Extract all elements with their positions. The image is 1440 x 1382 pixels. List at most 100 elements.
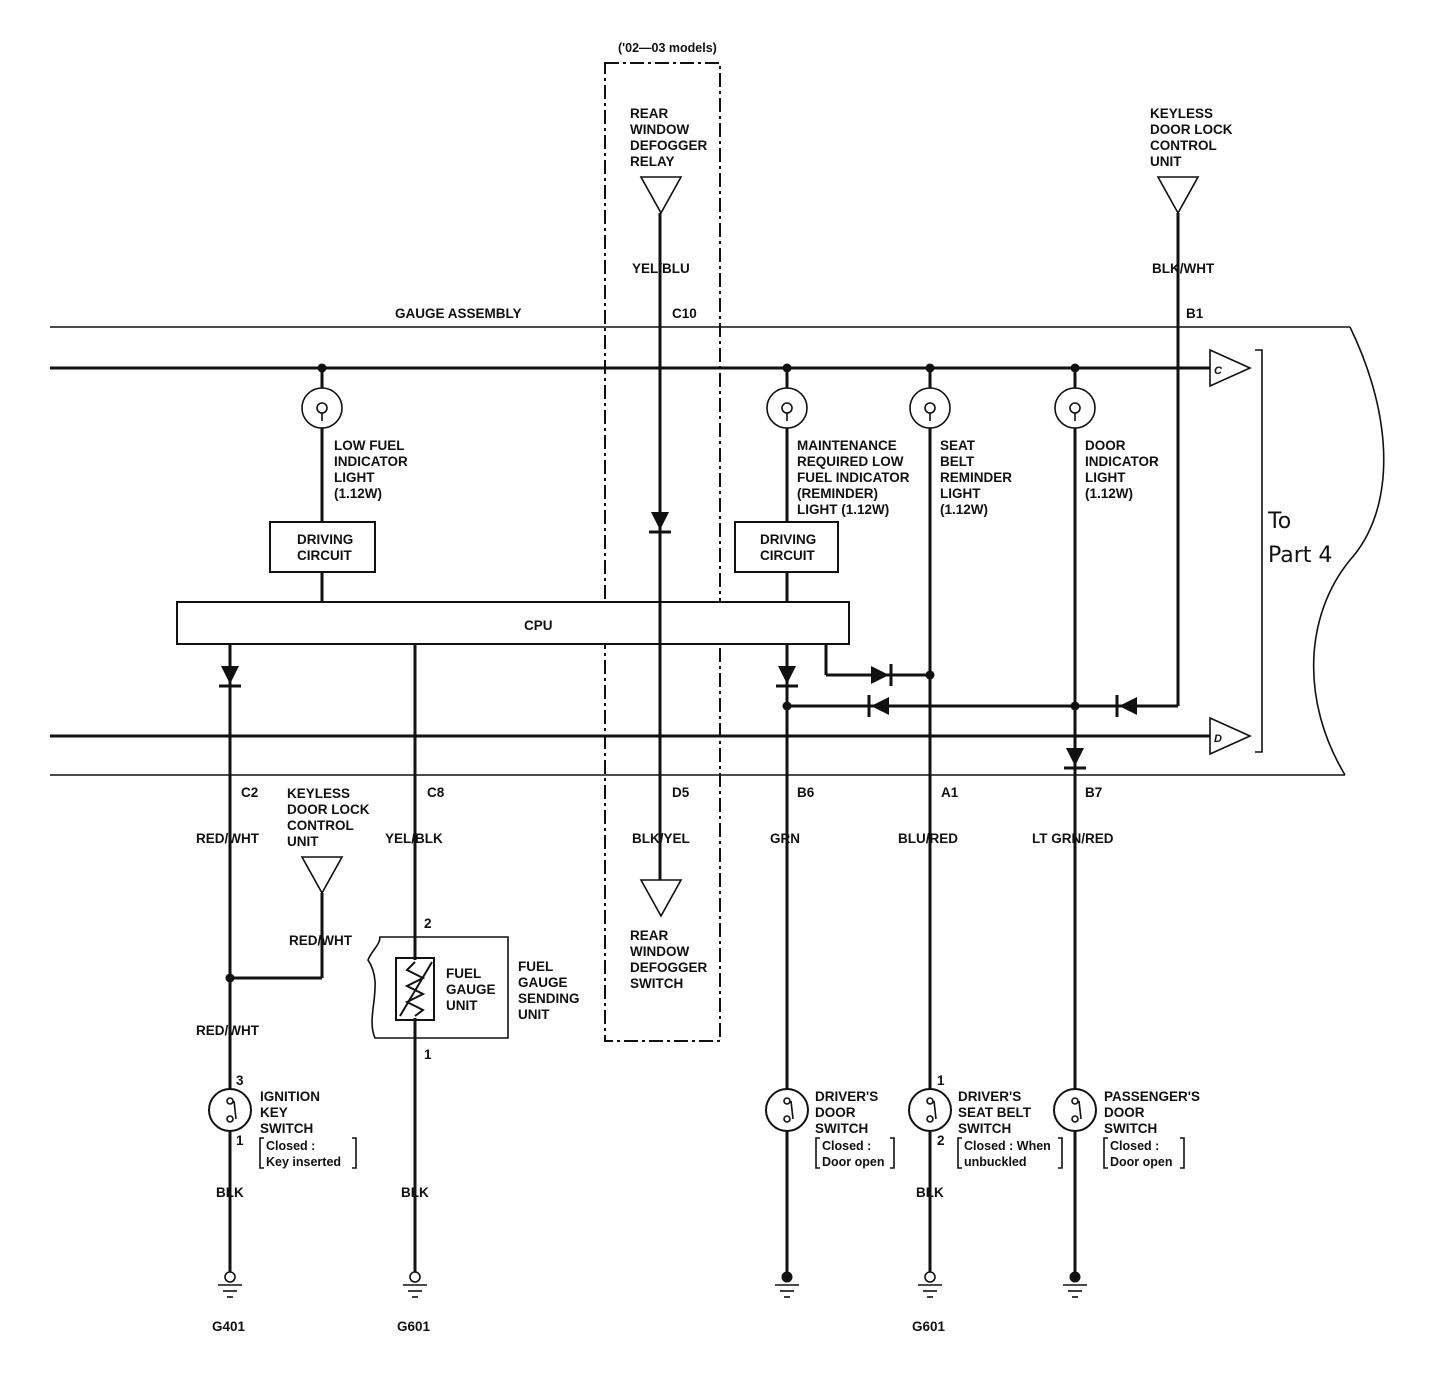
connector-d5: D5 [672, 785, 690, 800]
fuel-pin-top: 2 [424, 916, 432, 931]
wire-blk-3: BLK [916, 1185, 944, 1200]
ground-icon [1063, 1271, 1087, 1298]
arrow-c-label: C [1214, 365, 1223, 377]
ign-pin-bottom: 1 [236, 1133, 244, 1148]
model-year-box [604, 62, 721, 1042]
belt-pin-bottom: 2 [937, 1133, 945, 1148]
junction-dot [1070, 363, 1080, 373]
belt-pin-top: 1 [937, 1073, 945, 1088]
junction-dot [317, 363, 327, 373]
gauge-assembly-frame [50, 326, 1385, 776]
junction-dot [782, 363, 792, 373]
low-fuel-bulb-icon [301, 387, 343, 429]
part4-bracket [1255, 349, 1263, 753]
wire-red-wht: RED/WHT [196, 831, 260, 846]
ground-icon [918, 1271, 942, 1298]
to-part-label-2: Part 4 [1268, 543, 1332, 568]
junction-dot [925, 670, 935, 680]
ground-icon [218, 1271, 242, 1298]
ignition-note-bracket [259, 1137, 357, 1169]
relay-diode-icon [649, 512, 671, 534]
seat-belt-bulb-icon [909, 387, 951, 429]
output-arrow-c [1209, 348, 1252, 388]
fuel-pin-bottom: 1 [424, 1047, 432, 1062]
driving-circuit-right [734, 521, 839, 573]
seat-belt-switch-icon [908, 1088, 952, 1132]
keyless-top-terminal-icon [1156, 176, 1200, 215]
gauge-assembly-label: GAUGE ASSEMBLY [395, 306, 522, 321]
output-arrow-d [1209, 716, 1252, 756]
driver-door-note: Closed :Door open [822, 1139, 885, 1169]
fuel-sender-frame [367, 936, 509, 1039]
seat-belt-note-bracket [957, 1137, 1063, 1169]
connector-c2: C2 [241, 785, 258, 800]
defogger-switch-terminal-icon [639, 879, 683, 918]
cpu-belt-diode-icon [871, 664, 893, 686]
door-to-maint-diode-icon [867, 695, 889, 717]
door-bulb-icon [1054, 387, 1096, 429]
cpu-label: CPU [524, 618, 553, 633]
passenger-door-switch-icon [1053, 1088, 1097, 1132]
ground-icon [775, 1271, 799, 1298]
connector-a1: A1 [941, 785, 959, 800]
passenger-door-note-bracket [1103, 1137, 1185, 1169]
keyless-diode-icon [1115, 695, 1137, 717]
connector-c8: C8 [427, 785, 445, 800]
wire-yel-blk: YEL/BLK [385, 831, 443, 846]
fuel-variable-arrow-icon [399, 961, 433, 1017]
driving-circuit-left [269, 521, 376, 573]
connector-b7: B7 [1085, 785, 1102, 800]
cpu-box [176, 601, 850, 645]
grn-diode-icon [776, 666, 798, 688]
ground-g601-a: G601 [397, 1319, 431, 1334]
wire-blk-yel: BLK/YEL [632, 831, 690, 846]
junction-dot [925, 363, 935, 373]
wire-grn: GRN [770, 831, 800, 846]
driver-door-note-bracket [815, 1137, 895, 1169]
passenger-door-note: Closed :Door open [1110, 1139, 1173, 1169]
wire-lt-grn-red: LT GRN/RED [1032, 831, 1114, 846]
defogger-relay-terminal-icon [639, 176, 683, 215]
ignition-switch-icon [208, 1088, 252, 1132]
wire-blu-red: BLU/RED [898, 831, 958, 846]
connector-c10: C10 [672, 306, 697, 321]
ground-g601-b: G601 [912, 1319, 946, 1334]
ign-pin-top: 3 [236, 1073, 244, 1088]
arrow-d-label: D [1214, 733, 1222, 745]
connector-b1: B1 [1186, 306, 1204, 321]
driver-door-switch-icon [765, 1088, 809, 1132]
fuel-resistor-icon [395, 957, 435, 1021]
bus-wires [50, 366, 1210, 738]
wire-red-wht-2: RED/WHT [289, 933, 353, 948]
junction-dot [1070, 701, 1080, 711]
ignition-note: Closed :Key inserted [266, 1139, 341, 1169]
red-wht-diode-icon [219, 666, 241, 688]
keyless-left-terminal-icon [300, 856, 344, 895]
junction-dot [225, 973, 235, 983]
ground-g401: G401 [212, 1319, 246, 1334]
wire-blk-1: BLK [216, 1185, 244, 1200]
wire-red-wht-3: RED/WHT [196, 1023, 260, 1038]
door-b7-diode-icon [1064, 748, 1086, 770]
wire-blk-wht: BLK/WHT [1152, 261, 1215, 276]
maint-bulb-icon [766, 387, 808, 429]
model-year-note: ('02—03 models) [618, 41, 717, 55]
wire-blk-2: BLK [401, 1185, 429, 1200]
